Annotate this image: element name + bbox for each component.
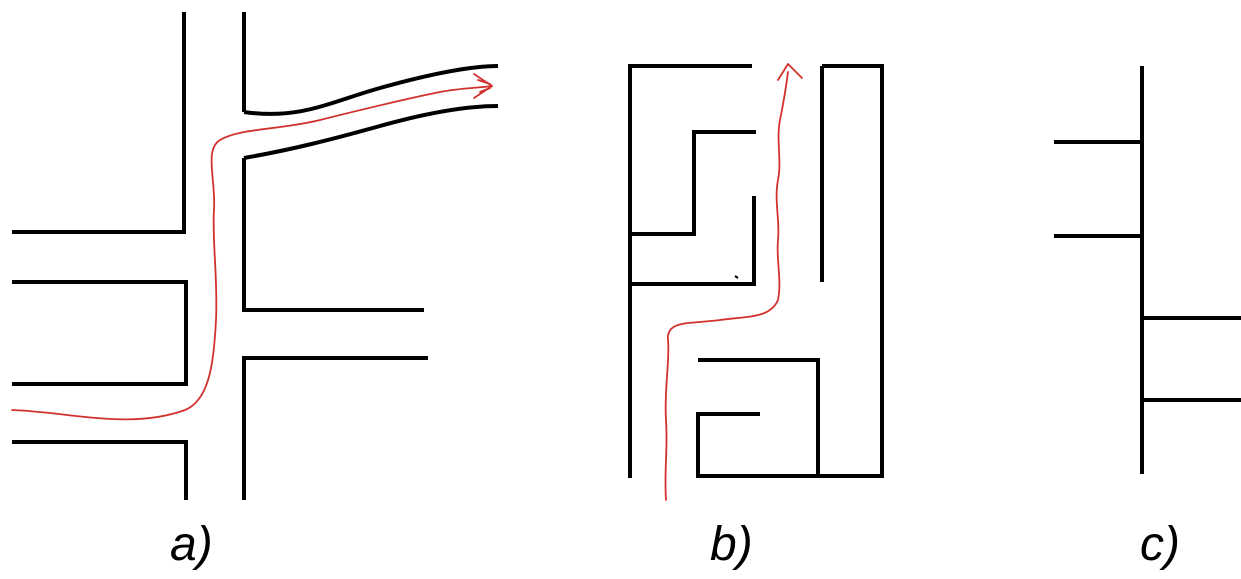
panel-a-route-arrowhead bbox=[477, 79, 491, 93]
panel-a: a) bbox=[11, 12, 499, 571]
panel-a-label: a) bbox=[170, 518, 213, 571]
panel-c: c) bbox=[1054, 66, 1241, 571]
panel-a-curve-wall bbox=[243, 64, 499, 116]
panel-b-wall bbox=[628, 64, 752, 478]
panel-a-route-arrowhead bbox=[473, 73, 493, 99]
panel-b-route-arrowhead bbox=[777, 63, 803, 81]
panel-b-wall bbox=[696, 64, 884, 478]
panel-b-wall bbox=[630, 130, 756, 236]
panel-b-label: b) bbox=[710, 518, 753, 571]
panel-a-curve-wall bbox=[243, 104, 499, 160]
panel-a-route bbox=[11, 85, 493, 421]
panel-b: b) bbox=[628, 63, 884, 571]
panel-b-wall bbox=[630, 196, 756, 286]
panel-b-route bbox=[664, 71, 789, 501]
panel-a-wall bbox=[12, 280, 188, 386]
panel-c-label: c) bbox=[1140, 518, 1180, 571]
panel-b-wall bbox=[698, 358, 820, 476]
panel-a-wall bbox=[242, 158, 424, 312]
panel-a-wall bbox=[12, 440, 188, 500]
panel-a-wall bbox=[12, 12, 186, 234]
panel-b-dot bbox=[734, 275, 739, 279]
panel-a-wall bbox=[242, 356, 428, 500]
